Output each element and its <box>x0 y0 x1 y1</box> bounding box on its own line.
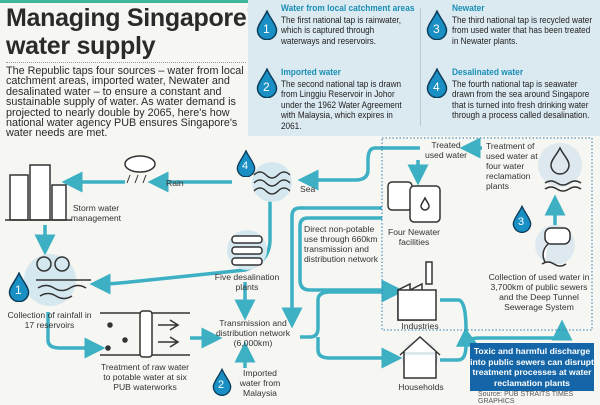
flow-drop-3-icon: 3 <box>512 205 532 238</box>
panel-divider <box>420 8 421 126</box>
divider <box>6 62 246 63</box>
source-2-heading: Imported water <box>281 67 341 78</box>
label-newater-facilities: Four Newater facilities <box>387 227 441 247</box>
source-3-text: The third national tap is recycled water… <box>452 14 593 46</box>
label-reservoirs: Collection of rainfall in 17 reservoirs <box>7 310 92 330</box>
label-desalination: Five desalination plants <box>214 272 280 292</box>
label-reclamation: Treatment of used water at four water re… <box>486 141 538 191</box>
flow-drop-1-icon: 1 <box>8 272 30 307</box>
industries-factory-icon <box>397 261 437 321</box>
label-direct-nonpotable: Direct non-potable use through 660km tra… <box>304 224 379 264</box>
label-collection-used-water: Collection of used water in 3,700km of p… <box>488 272 590 312</box>
title-line-2: water supply <box>6 32 156 60</box>
arrow-to-sewer <box>440 298 480 347</box>
source-1-heading: Water from local catchment areas <box>281 3 415 14</box>
flow-drop-3-number: 3 <box>518 216 525 228</box>
households-house-icon <box>399 335 441 379</box>
label-treatment: Treatment of raw water to potable water … <box>100 362 190 392</box>
source-2-text: The second national tap is drawn from Li… <box>281 78 402 131</box>
flow-drop-1-number: 1 <box>15 283 22 297</box>
label-storm-water: Storm water management <box>70 203 122 223</box>
arrow-direct-nonpotable <box>298 216 403 301</box>
drop-4-number: 4 <box>433 80 440 94</box>
label-sea: Sea <box>300 184 316 194</box>
reclamation-drop-icon <box>538 143 582 192</box>
arrow-reservoir-to-treatment <box>46 312 106 359</box>
reservoir-icon <box>24 254 91 306</box>
arrow-network-to-industries <box>300 281 403 339</box>
label-treated-used-water: Treated used water <box>424 140 468 160</box>
source-4-text: The fourth national tap is seawater draw… <box>452 78 590 121</box>
flow-drop-2-icon: 2 <box>212 368 232 401</box>
drop-2-number: 2 <box>263 80 270 94</box>
source-3-heading: Newater <box>452 3 485 14</box>
source-credit: Source: PUB STRAITS TIMES GRAPHICS <box>478 391 574 405</box>
source-1-text: The first national tap is rainwater, whi… <box>281 14 402 46</box>
label-industries: Industries <box>401 321 439 331</box>
arrow-network-to-households <box>316 337 403 369</box>
source-4-heading: Desalinated water <box>452 67 524 78</box>
storm-water-buildings-icon <box>5 164 72 221</box>
sources-panel <box>248 0 600 136</box>
title-line-1: Managing Singapore's <box>6 4 266 32</box>
label-transmission: Transmission and distribution network (6… <box>215 318 291 348</box>
arrow-sea-to-reservoir <box>89 200 272 295</box>
warning-box: Toxic and harmful discharge into public … <box>470 343 594 391</box>
label-households: Households <box>398 382 444 392</box>
rain-icon <box>124 155 156 184</box>
drop-3-number: 3 <box>433 22 440 36</box>
flow-drop-4-icon: 4 <box>236 150 256 182</box>
flow-drop-4-number: 4 <box>242 160 249 172</box>
flow-lines <box>34 137 573 369</box>
used-water-box <box>381 137 593 331</box>
arrow-newater-to-network <box>281 206 382 329</box>
drop-1-number: 1 <box>263 22 270 36</box>
top-accent-bar <box>0 0 250 3</box>
intro-text: The Republic taps four sources – water f… <box>6 65 244 140</box>
sea-icon <box>252 162 292 202</box>
flow-drop-2-number: 2 <box>218 379 225 391</box>
arrow-newater-to-sea <box>297 146 420 191</box>
label-rain: Rain <box>166 178 184 188</box>
arrow-households-to-sewer <box>440 319 573 362</box>
waterworks-filter-icon <box>100 310 190 358</box>
newater-tanks-icon <box>387 181 441 223</box>
sewer-pipe-icon <box>535 225 575 267</box>
desalination-plant-icon <box>227 230 267 270</box>
label-imported: Imported water from Malaysia <box>239 368 281 398</box>
